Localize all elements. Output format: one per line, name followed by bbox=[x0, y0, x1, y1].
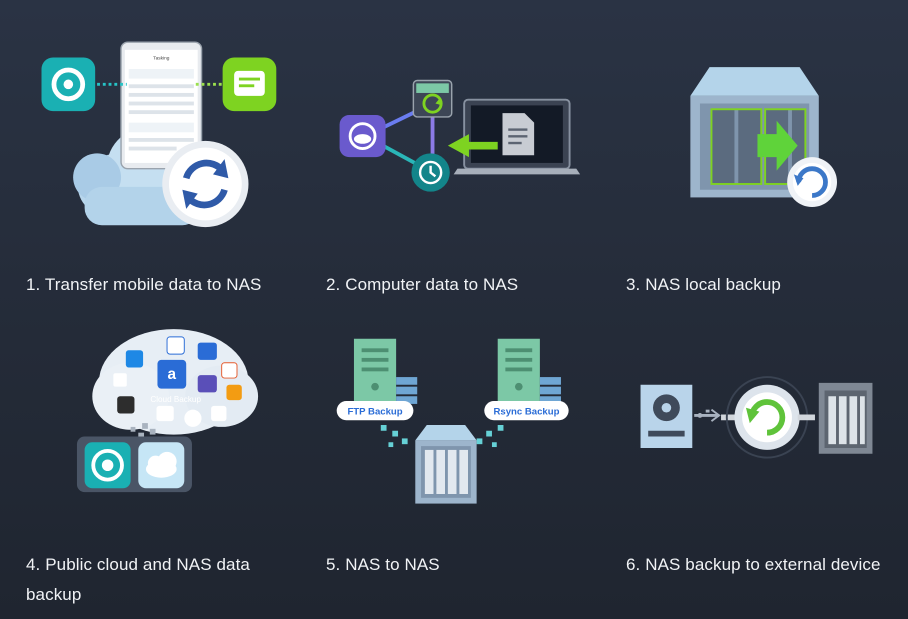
cloud-sync-app-icon bbox=[138, 442, 185, 489]
nas-device-icon bbox=[415, 425, 477, 504]
backup-app-icon bbox=[84, 442, 131, 489]
scenario-computer-to-nas: 2. Computer data to NAS bbox=[300, 0, 590, 310]
nas-panel bbox=[76, 436, 192, 493]
weather-icon bbox=[156, 405, 174, 422]
scenario-mobile-to-nas: Tasking bbox=[0, 0, 290, 310]
usb-icon bbox=[694, 408, 721, 422]
public-cloud-illustration: a Cloud Backup bbox=[76, 329, 259, 493]
document-icon bbox=[502, 113, 535, 156]
computer-to-nas-illustration bbox=[339, 79, 581, 192]
google-drive-icon bbox=[117, 396, 135, 414]
ftp-backup-badge: FTP Backup bbox=[336, 401, 414, 421]
azure-icon bbox=[113, 373, 127, 387]
rsync-backup-badge: Rsync Backup bbox=[484, 401, 569, 421]
pixel-dots bbox=[380, 425, 504, 448]
rsync-server-icon bbox=[497, 338, 561, 406]
history-icon bbox=[411, 153, 450, 192]
refresh-icon bbox=[787, 157, 837, 207]
yandex-icon bbox=[211, 405, 227, 422]
sync-icon bbox=[725, 376, 809, 459]
scenario-caption: 5. NAS to NAS bbox=[326, 555, 440, 574]
scenario-caption: 4. Public cloud and NAS data backup bbox=[26, 555, 250, 604]
mobile-to-nas-illustration: Tasking bbox=[41, 41, 277, 228]
scenario-public-cloud: a Cloud Backup bbox=[0, 310, 290, 619]
laptop-icon bbox=[453, 98, 581, 175]
rsync-backup-label: Rsync Backup bbox=[493, 406, 559, 417]
phone-icon: Tasking bbox=[120, 41, 203, 170]
service-icon bbox=[221, 362, 238, 379]
ftp-backup-label: FTP Backup bbox=[347, 406, 402, 417]
nas-device-icon bbox=[818, 382, 873, 454]
transfer-app-icon bbox=[41, 57, 96, 112]
storage-icon bbox=[226, 384, 242, 401]
nas-device-icon bbox=[690, 67, 819, 198]
nas-to-nas-illustration: FTP Backup Rsync Backup bbox=[336, 338, 569, 504]
file-app-icon bbox=[222, 57, 277, 112]
hybrid-icon bbox=[197, 375, 217, 393]
cloud-backup-label: Cloud Backup bbox=[150, 395, 201, 404]
cloud-sync-icon bbox=[339, 115, 386, 158]
dropbox-icon bbox=[125, 350, 144, 368]
sync-app-icon bbox=[166, 336, 185, 355]
amazon-drive-icon: a bbox=[157, 359, 187, 389]
scenario-nas-to-external: 6. NAS backup to external device bbox=[600, 310, 890, 619]
scenario-nas-local-backup: 3. NAS local backup bbox=[600, 0, 890, 310]
baidu-icon bbox=[184, 409, 202, 427]
nas-icon bbox=[412, 79, 453, 118]
sync-icon bbox=[162, 140, 249, 228]
arrow-left-icon bbox=[447, 134, 498, 158]
scenario-nas-to-nas: FTP Backup Rsync Backup bbox=[300, 310, 590, 619]
scenario-caption: 2. Computer data to NAS bbox=[326, 275, 519, 294]
nas-to-external-illustration bbox=[640, 376, 873, 459]
onedrive-icon bbox=[197, 342, 217, 360]
scenario-caption: 1. Transfer mobile data to NAS bbox=[26, 275, 262, 294]
phone-title: Tasking bbox=[153, 55, 170, 61]
scenario-caption: 6. NAS backup to external device bbox=[626, 555, 881, 574]
arrow-right-icon bbox=[757, 120, 798, 171]
external-drive-icon bbox=[640, 384, 693, 448]
ftp-server-icon bbox=[353, 338, 418, 406]
svg-text:a: a bbox=[168, 366, 177, 383]
scenario-caption: 3. NAS local backup bbox=[626, 275, 781, 294]
nas-local-backup-illustration bbox=[690, 67, 837, 207]
